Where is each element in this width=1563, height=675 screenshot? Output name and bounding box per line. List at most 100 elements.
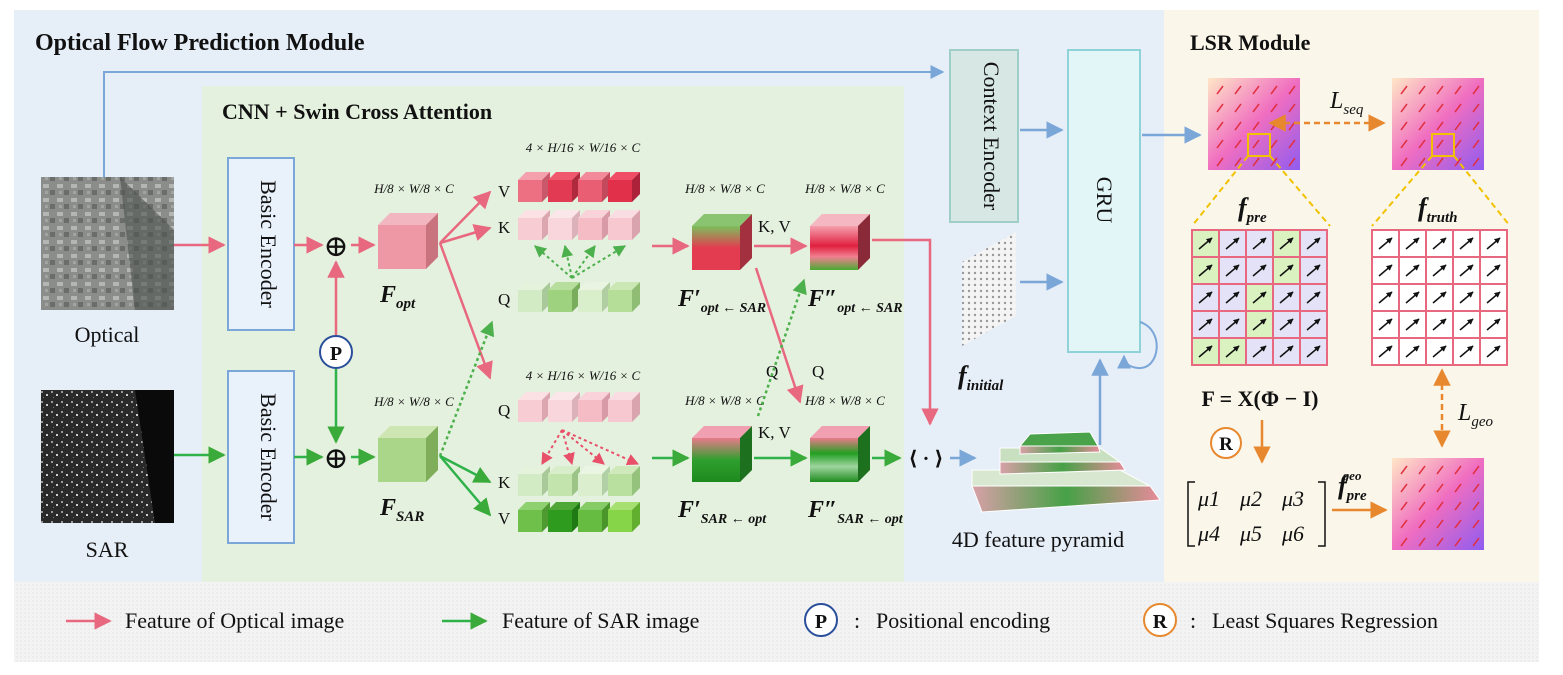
f-sar-cube xyxy=(378,426,438,482)
f-sar-opt-dprime-dim: H/8 × W/8 × C xyxy=(804,393,885,408)
vector-grid-pre xyxy=(1191,229,1328,366)
plus-top-icon: ⊕ xyxy=(323,230,348,263)
matrix-mu2: μ2 xyxy=(1239,486,1262,511)
lsr-title: LSR Module xyxy=(1190,30,1311,55)
legend-lsr-colon: : xyxy=(1190,608,1196,633)
v-top-token-1 xyxy=(518,172,550,202)
legend-lsr-label: Least Squares Regression xyxy=(1212,608,1438,633)
f-opt-dim: H/8 × W/8 × C xyxy=(373,181,454,196)
k-bottom-token-2 xyxy=(548,466,580,496)
f-sar-opt-prime-label: F′SAR ← opt xyxy=(677,497,767,527)
f-sar-dim: H/8 × W/8 × C xyxy=(373,394,454,409)
positional-encoding-letter: P xyxy=(330,343,342,365)
lsr-equation: F = X(Φ − I) xyxy=(1201,386,1318,411)
v-bottom-token-2 xyxy=(548,502,580,532)
q-bottom-token-1 xyxy=(518,392,550,422)
context-encoder xyxy=(949,49,1019,223)
basic-encoder-bottom xyxy=(227,370,295,544)
fdprime-top-to-dot xyxy=(872,238,939,426)
gru-label: GRU xyxy=(1092,177,1117,224)
q-bottom-token-2 xyxy=(548,392,580,422)
fopt-to-k-arrow xyxy=(439,224,492,245)
v-bottom-token-3 xyxy=(578,502,610,532)
legend-lsr-icon xyxy=(1143,603,1177,637)
fsar-to-v-arrow xyxy=(439,455,492,517)
q-bottom-label: Q xyxy=(498,401,510,420)
f-initial-grid xyxy=(962,232,1016,346)
legend-lsr-letter: R xyxy=(1153,611,1168,633)
q-top-token-1 xyxy=(518,282,550,312)
truth-zoom-line-l xyxy=(1371,155,1433,227)
k-top-token-4 xyxy=(608,210,640,240)
f-opt-sar-prime-cube xyxy=(692,214,752,270)
l-seq-label: Lseq xyxy=(1329,88,1364,118)
flow-map-truth xyxy=(1392,78,1484,170)
matrix-mu5: μ5 xyxy=(1239,521,1262,546)
token-bottom-dim: 4 × H/16 × W/16 × C xyxy=(526,368,641,383)
f-sar-label: FSAR xyxy=(379,495,424,525)
f-sar-opt-prime-dim: H/8 × W/8 × C xyxy=(684,393,765,408)
f-initial-label: finitial xyxy=(958,361,1004,394)
v-top-label: V xyxy=(498,182,511,201)
q-cross-bottom-label: Q xyxy=(812,362,824,381)
plus-bottom-icon: ⊕ xyxy=(323,442,348,475)
basic-encoder-top-label: Basic Encoder xyxy=(256,180,281,308)
fopt-to-v-arrow xyxy=(439,190,492,244)
legend-positional-icon xyxy=(804,603,838,637)
f-truth-label: ftruth xyxy=(1418,193,1458,226)
v-bottom-label: V xyxy=(498,509,511,528)
pre-zoom-line-l xyxy=(1191,155,1249,227)
k-top-label: K xyxy=(498,218,511,237)
basic-encoder-top xyxy=(227,157,295,331)
basic-encoder-bottom-label: Basic Encoder xyxy=(256,393,281,521)
matrix-row2: μ4 μ5 μ6 xyxy=(1197,521,1304,546)
flow-map-geo xyxy=(1392,458,1484,550)
f-opt-sar-prime-label: F′opt ← SAR xyxy=(677,286,766,316)
matrix-bracket-right xyxy=(1318,481,1326,547)
kv-bottom-label: K, V xyxy=(758,423,791,442)
optical-flow-title: Optical Flow Prediction Module xyxy=(35,30,365,56)
v-bottom-token-4 xyxy=(608,502,640,532)
pre-zoom-box xyxy=(1247,133,1271,157)
positional-encoding-icon xyxy=(319,335,353,369)
matrix-bracket-left xyxy=(1187,481,1195,547)
f-sar-opt-prime-cube xyxy=(692,426,752,482)
optical-label: Optical xyxy=(75,322,140,347)
q-top-label: Q xyxy=(498,290,510,309)
f-opt-cube xyxy=(378,213,438,269)
pyramid-label: 4D feature pyramid xyxy=(952,527,1124,552)
v-top-token-3 xyxy=(578,172,610,202)
sar-label: SAR xyxy=(86,537,129,562)
matrix-mu1: μ1 xyxy=(1197,486,1220,511)
fsar-to-k-arrow xyxy=(439,454,492,484)
q-cross-top-label: Q xyxy=(766,362,778,381)
f-sar-opt-dprime-cube xyxy=(810,426,870,482)
f-opt-label: Fopt xyxy=(379,282,416,312)
q-top-token-2 xyxy=(548,282,580,312)
attention-arrows-top xyxy=(534,244,627,279)
gru-block xyxy=(1067,49,1141,353)
sar-river xyxy=(135,390,174,523)
truth-zoom-box xyxy=(1431,133,1455,157)
f-pre-label: fpre xyxy=(1238,193,1267,226)
v-bottom-token-1 xyxy=(518,502,550,532)
k-top-token-1 xyxy=(518,210,550,240)
v-top-token-4 xyxy=(608,172,640,202)
context-arrow xyxy=(103,65,945,177)
matrix-mu3: μ3 xyxy=(1281,486,1304,511)
context-encoder-label: Context Encoder xyxy=(979,62,1004,211)
lsr-icon-letter: R xyxy=(1219,434,1233,455)
legend-positional-colon: : xyxy=(854,608,860,633)
f-opt-sar-dprime-label: F″opt ← SAR xyxy=(807,286,903,316)
fprime-top-cross-arrow xyxy=(754,267,804,404)
kv-top-label: K, V xyxy=(758,217,791,236)
lsr-icon xyxy=(1210,427,1242,459)
f-opt-sar-dprime-cube xyxy=(810,214,870,270)
vector-grid-truth xyxy=(1371,229,1508,366)
matrix-row1: μ1 μ2 μ3 xyxy=(1197,486,1304,511)
optical-river xyxy=(120,177,174,310)
legend-panel xyxy=(14,582,1539,662)
k-bottom-token-3 xyxy=(578,466,610,496)
f-sar-opt-dprime-label: F″SAR ← opt xyxy=(807,497,904,527)
